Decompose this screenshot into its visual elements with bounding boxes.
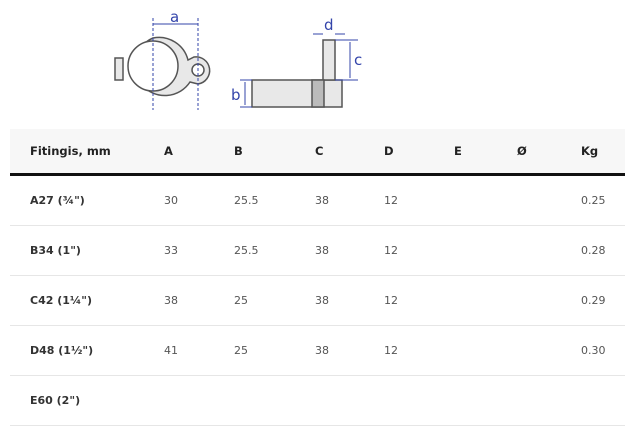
table-cell: 12 [383,325,453,376]
table-header-row: Fitingis, mm A B C D E Ø Kg [10,129,625,176]
header-d: D [383,129,453,176]
table-cell: 12 [383,174,453,226]
table-cell [453,275,516,326]
dimension-label-b: b [231,86,241,104]
table-cell: 0.29 [580,275,625,326]
table-cell: 0.28 [580,225,625,276]
table-cell [516,174,580,226]
table-cell: B34 (1") [10,225,163,276]
table-cell: 38 [314,325,383,376]
table-cell: 38 [314,174,383,226]
table-cell: 25 [233,275,314,326]
table-cell: 0.30 [580,325,625,376]
table-cell [453,325,516,376]
table-cell [233,375,314,426]
table-cell: C42 (1¼") [10,275,163,326]
table-cell [516,275,580,326]
table-cell [314,375,383,426]
table-cell: 12 [383,225,453,276]
dimension-label-c: c [354,51,362,69]
table-cell: 33 [163,225,233,276]
table-cell: 38 [163,275,233,326]
table-cell: E60 (2") [10,375,163,426]
table-cell [516,325,580,376]
header-diameter: Ø [516,129,580,176]
table-row: E60 (2") [10,375,625,426]
header-a: A [163,129,233,176]
table-cell: A27 (¾") [10,174,163,226]
table-cell [516,225,580,276]
table-cell [163,375,233,426]
table-cell: 38 [314,275,383,326]
table-cell: 25.5 [233,174,314,226]
table-cell: 41 [163,325,233,376]
fitting-dimension-diagram: a b c d [114,8,362,110]
header-kg: Kg [580,129,625,176]
table-cell: 30 [163,174,233,226]
table-cell: 0.25 [580,174,625,226]
table-cell [453,174,516,226]
table-cell: 38 [314,225,383,276]
dimension-label-d: d [324,16,334,34]
table-cell: D48 (1½") [10,325,163,376]
table-cell [453,225,516,276]
table-cell [580,375,625,426]
table-cell [383,375,453,426]
header-fitting: Fitingis, mm [10,129,163,176]
table-cell: 25.5 [233,225,314,276]
table-cell [453,375,516,426]
dimension-label-a: a [170,8,179,26]
header-e: E [453,129,516,176]
table-cell [516,375,580,426]
table-cell: 12 [383,275,453,326]
header-b: B [233,129,314,176]
header-c: C [314,129,383,176]
table-cell: 25 [233,325,314,376]
